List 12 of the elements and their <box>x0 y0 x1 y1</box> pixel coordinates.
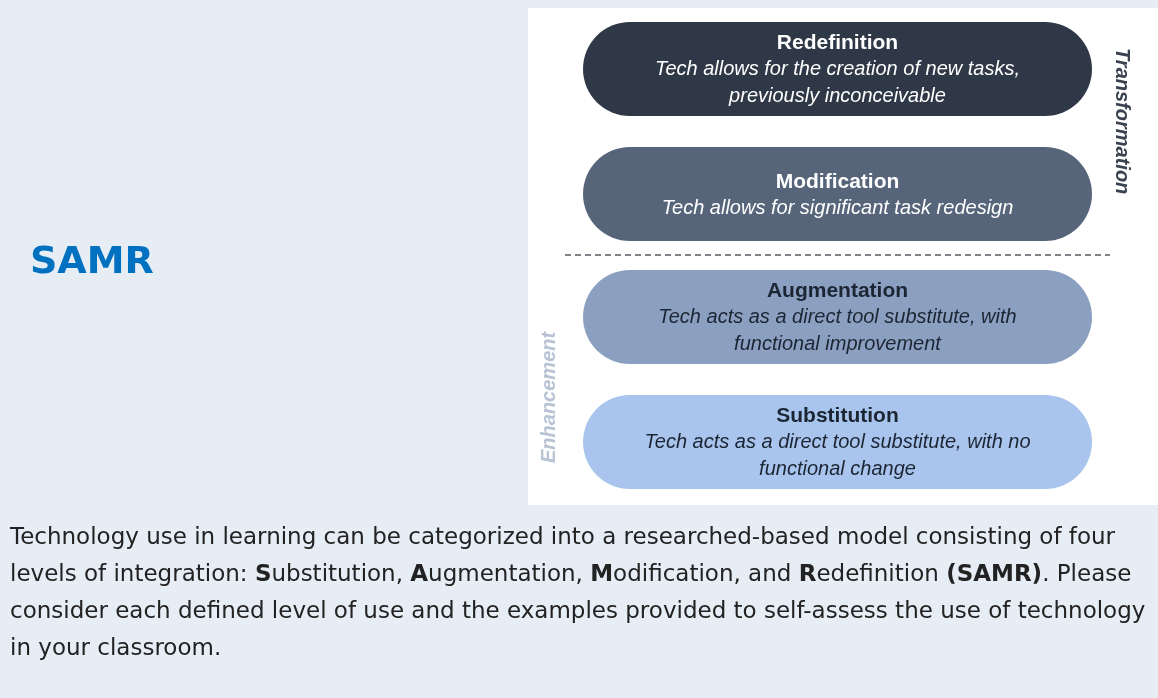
side-label: Enhancement <box>536 331 560 463</box>
level-description: Tech acts as a direct tool substitute, with no functional change <box>643 429 1032 481</box>
level-description: Tech allows for the creation of new tasks, previously inconceivable <box>654 56 1021 108</box>
level-heading: Redefinition <box>776 29 899 55</box>
level-heading: Substitution <box>776 402 899 428</box>
diagram-title: SAMR <box>30 238 154 282</box>
level-heading: Augmentation <box>766 277 909 303</box>
level-description: Tech allows for significant task redesign <box>661 194 1014 220</box>
level-heading: Modification <box>775 167 900 194</box>
level-description: Tech acts as a direct tool substitute, with functional improvement <box>657 304 1018 356</box>
side-label: Transformation <box>1111 48 1135 195</box>
caption-paragraph: Technology use in learning can be categorized into a researched-based model consisting of four levels of integration: Substitution, Augmentation, Modification, and Redefinition (SAMR). Please consider each defined level of use and the examples provided to self-assess the use of technology in your classroom. <box>10 522 1147 662</box>
